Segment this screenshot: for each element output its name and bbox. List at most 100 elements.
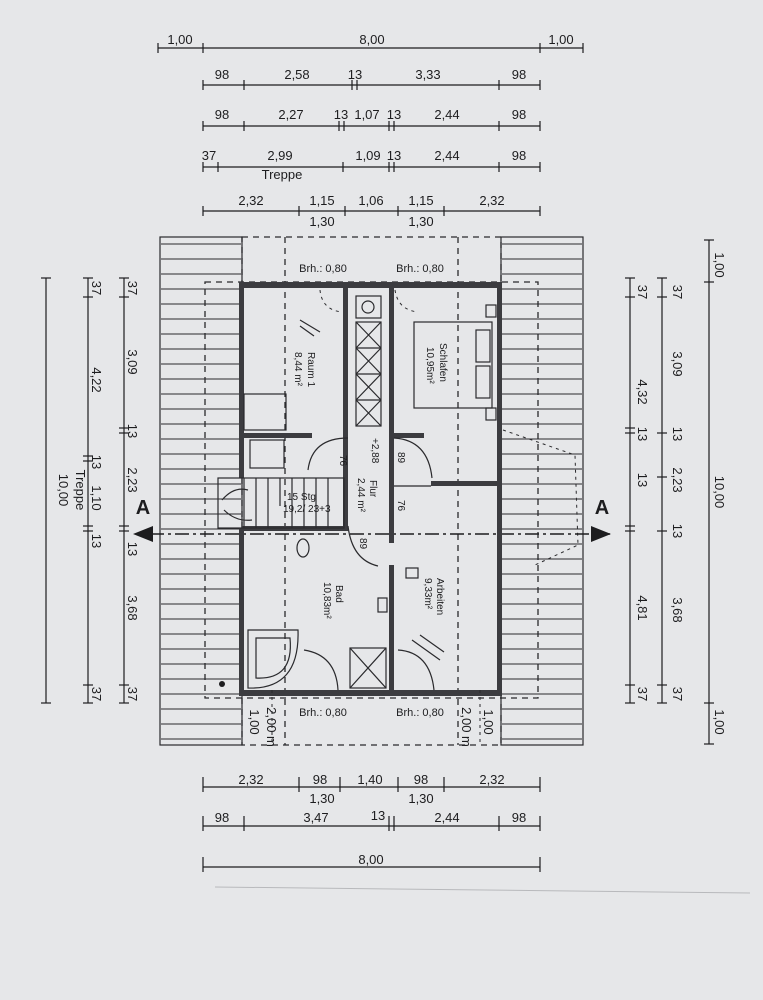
dim-top5-d: 1,15 bbox=[408, 193, 433, 208]
dim-left-outer: 10,00 bbox=[56, 474, 71, 507]
dim-left-mid-c: 13 bbox=[89, 455, 104, 469]
door-89-a: 89 bbox=[395, 452, 406, 464]
dim-right-out-a: 1,00 bbox=[712, 252, 727, 277]
dim-left-mid-e: 13 bbox=[89, 534, 104, 548]
roof-outline bbox=[241, 236, 502, 746]
dim-bot2-c: 13 bbox=[371, 808, 385, 823]
dim-top3-b: 2,27 bbox=[278, 107, 303, 122]
shafts bbox=[355, 295, 382, 427]
dim-right-mid-e: 4,81 bbox=[635, 595, 650, 620]
dim-left-in-b: 3,09 bbox=[125, 349, 140, 374]
dim-top3-e: 13 bbox=[387, 107, 401, 122]
dormer-outline bbox=[502, 429, 579, 566]
dim-bot-side-d: 1,00 bbox=[481, 709, 496, 734]
dim-bot1-b: 98 bbox=[313, 772, 327, 787]
dim-top5-b: 1,15 bbox=[309, 193, 334, 208]
dim-top4-b: 2,99 bbox=[267, 148, 292, 163]
dim-bot1-d: 98 bbox=[414, 772, 428, 787]
dim-bot2-e: 98 bbox=[512, 810, 526, 825]
door-76-b: 76 bbox=[395, 500, 406, 512]
section-arrow-right bbox=[591, 526, 611, 542]
dim-top3-g: 98 bbox=[512, 107, 526, 122]
staircase bbox=[217, 477, 345, 529]
plan-annotations: 15 Stg 19,2/ 23+3 +2,88 76 89 76 89 bbox=[283, 438, 406, 550]
dim-top4-c: 1,09 bbox=[355, 148, 380, 163]
bath-fixtures bbox=[247, 538, 388, 691]
dim-left-mid-b: 4,22 bbox=[89, 367, 104, 392]
downpipe-dot bbox=[219, 681, 225, 687]
dim-bot1-a: 2,32 bbox=[238, 772, 263, 787]
room-labels: Raum 1 8,44 m² Schlafen 10,95m² Flur 2,4… bbox=[292, 343, 448, 619]
dim-top4-f: 98 bbox=[512, 148, 526, 163]
dim-right-mid-c: 13 bbox=[635, 427, 650, 441]
dim-top2-b: 2,58 bbox=[284, 67, 309, 82]
paper-edge bbox=[214, 886, 751, 894]
section-label-right: A bbox=[595, 497, 609, 519]
dim-bot-side-c: 2,00 m bbox=[459, 707, 474, 747]
room-schlafen-area: 10,95m² bbox=[424, 347, 435, 384]
section-label-left: A bbox=[136, 497, 150, 519]
right-dimensions: 37 3,09 13 2,23 13 3,68 37 37 4,32 13 13… bbox=[625, 239, 727, 745]
dim-right-in-f: 3,68 bbox=[670, 597, 685, 622]
roof-left bbox=[159, 236, 243, 746]
dim-right-in-a: 37 bbox=[670, 285, 685, 299]
dim-right-mid-d: 13 bbox=[635, 473, 650, 487]
dim-top4-a: 37 bbox=[202, 148, 216, 163]
dim-top5-c: 1,06 bbox=[358, 193, 383, 208]
dim-left-outer-label: Treppe bbox=[73, 470, 88, 511]
dim-right-mid-b: 4,32 bbox=[635, 379, 650, 404]
dim-bot1-c: 1,40 bbox=[357, 772, 382, 787]
dim-left-mid-a: 37 bbox=[89, 281, 104, 295]
dim-bot-side-a: 1,00 bbox=[247, 709, 262, 734]
dim-right-mid-a: 37 bbox=[635, 285, 650, 299]
raum1-furniture bbox=[243, 319, 321, 469]
dim-bot1-sub-a: 1,30 bbox=[309, 791, 334, 806]
dim-left-in-d: 2,23 bbox=[125, 467, 140, 492]
section-arrow-left bbox=[133, 526, 153, 542]
dim-bot2-d: 2,44 bbox=[434, 810, 459, 825]
room-raum1-name: Raum 1 bbox=[305, 352, 316, 387]
door-76-a: 76 bbox=[337, 455, 348, 467]
dim-right-in-b: 3,09 bbox=[670, 351, 685, 376]
bed bbox=[413, 304, 497, 421]
dim-top3-f: 2,44 bbox=[434, 107, 459, 122]
dim-top1-b: 8,00 bbox=[359, 32, 384, 47]
level-mark: +2,88 bbox=[369, 438, 380, 464]
dim-bot3: 8,00 bbox=[358, 852, 383, 867]
dim-right-out-c: 1,00 bbox=[712, 709, 727, 734]
dim-left-mid-f: 37 bbox=[89, 687, 104, 701]
dim-top2-e: 98 bbox=[512, 67, 526, 82]
dim-top2-d: 3,33 bbox=[415, 67, 440, 82]
arbeiten-furniture bbox=[405, 567, 445, 661]
dim-right-in-e: 13 bbox=[670, 524, 685, 538]
dim-top2-a: 98 bbox=[215, 67, 229, 82]
room-flur-area: 2,44 m² bbox=[355, 478, 366, 513]
dim-right-in-d: 2,23 bbox=[670, 467, 685, 492]
room-raum1-area: 8,44 m² bbox=[292, 352, 303, 387]
room-arbeiten-area: 9,33m² bbox=[422, 578, 433, 610]
room-arbeiten-name: Arbeiten bbox=[434, 578, 445, 615]
brh-labels: Brh.: 0,80 Brh.: 0,80 Brh.: 0,80 Brh.: 0… bbox=[299, 263, 444, 719]
dim-top3-a: 98 bbox=[215, 107, 229, 122]
dim-right-in-c: 13 bbox=[670, 427, 685, 441]
stair-ratio: 19,2/ 23+3 bbox=[283, 504, 331, 515]
dim-left-in-f: 3,68 bbox=[125, 595, 140, 620]
brh-top-left: Brh.: 0,80 bbox=[299, 263, 347, 275]
top-dimensions: 1,00 8,00 1,00 98 2,58 13 3,33 98 98 2,2… bbox=[157, 32, 584, 229]
dim-left-in-g: 37 bbox=[125, 687, 140, 701]
dim-top5-sub-a: 1,30 bbox=[309, 214, 334, 229]
dim-top4-label: Treppe bbox=[262, 167, 303, 182]
room-flur-name: Flur bbox=[367, 480, 378, 498]
dim-top5-a: 2,32 bbox=[238, 193, 263, 208]
brh-bottom-right: Brh.: 0,80 bbox=[396, 707, 444, 719]
door-89-b: 89 bbox=[357, 538, 368, 550]
dim-top3-c: 13 bbox=[334, 107, 348, 122]
roof-right bbox=[500, 236, 584, 746]
dim-left-mid-d: 1,10 bbox=[89, 485, 104, 510]
bottom-dimensions: 2,32 98 1,40 98 2,32 1,30 1,30 98 3,47 1… bbox=[202, 707, 541, 872]
dim-left-in-a: 37 bbox=[125, 281, 140, 295]
dim-top3-d: 1,07 bbox=[354, 107, 379, 122]
dim-bot2-b: 3,47 bbox=[303, 810, 328, 825]
dim-bot1-e: 2,32 bbox=[479, 772, 504, 787]
